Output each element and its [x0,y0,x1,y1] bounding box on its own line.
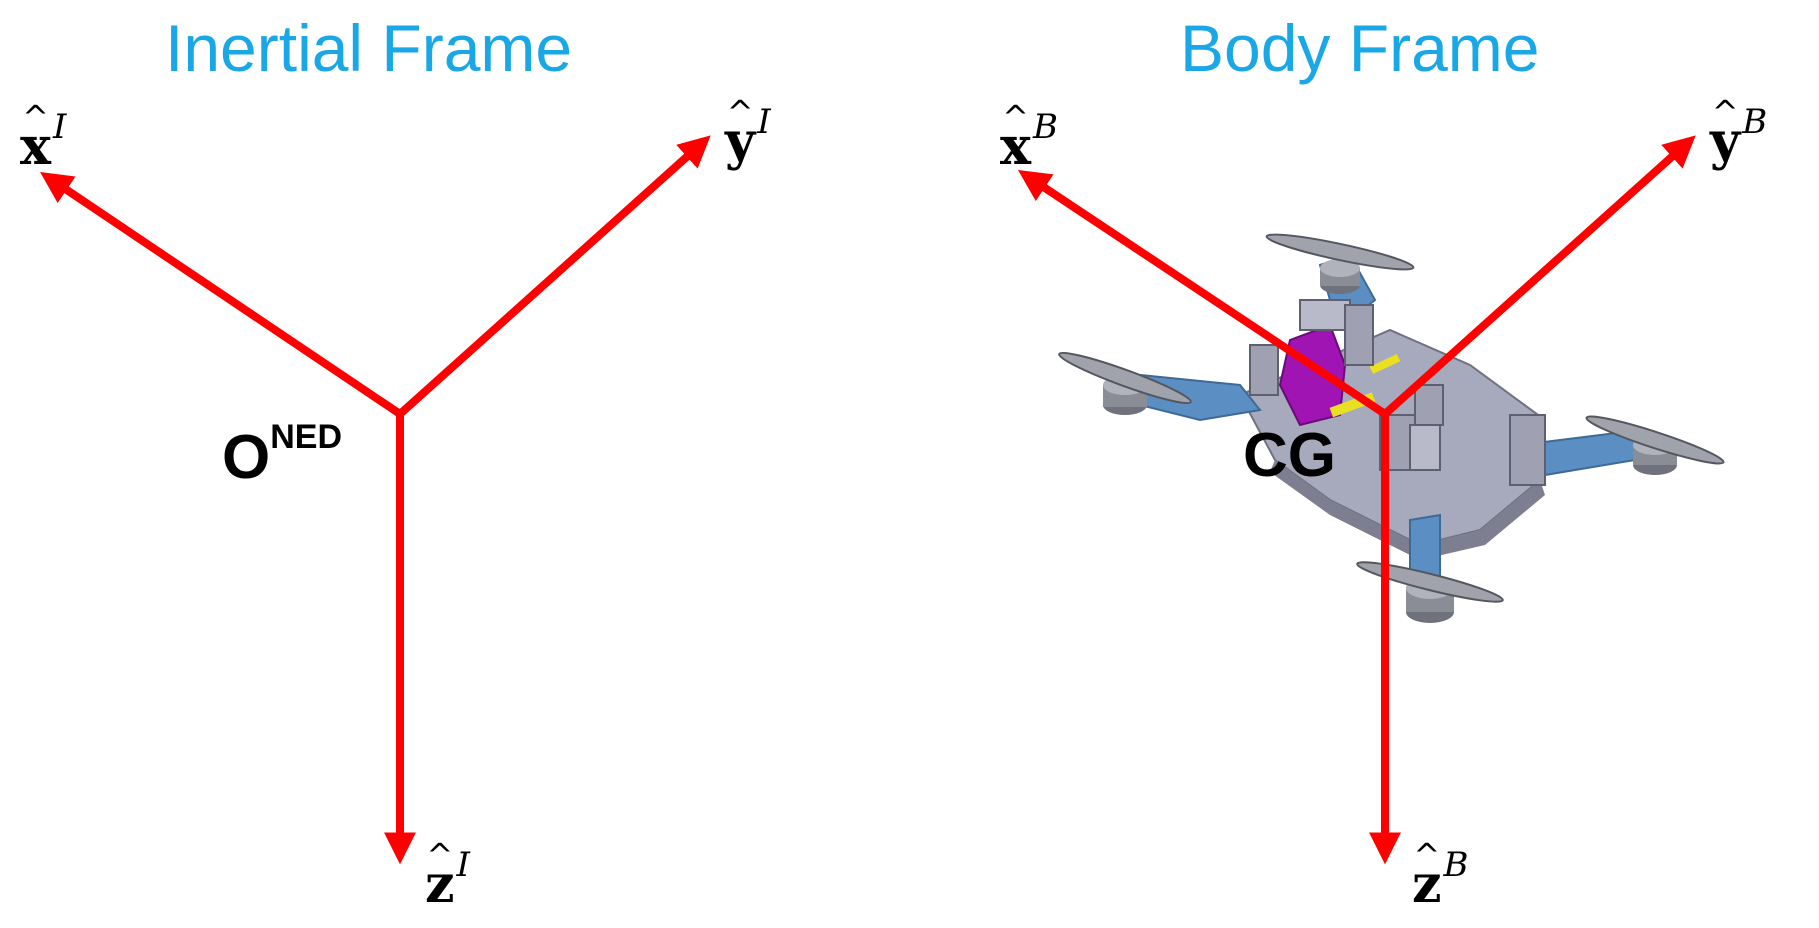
inertial-x-label: ^xI [20,98,67,177]
body-origin-label: CG [1243,421,1336,490]
inertial-origin-label: ONED [222,418,343,492]
inertial-frame-title: Inertial Frame [165,11,573,85]
inertial-y-axis [397,135,711,417]
quadcopter-drone-icon [1058,233,1725,623]
body-x-axis [1018,170,1388,418]
body-frame-title: Body Frame [1180,11,1540,85]
body-y-axis [1382,135,1696,417]
body-y-label: ^yB [1710,93,1768,172]
inertial-axes [40,135,711,865]
inertial-y-label: ^yI [725,93,771,172]
body-x-label: ^xB [1000,98,1059,177]
inertial-x-axis [40,171,403,418]
body-z-label: ^zB [1412,836,1469,915]
body-axes [1018,135,1696,865]
inertial-z-label: ^zI [425,836,470,915]
motor-rear-icon [1320,259,1360,294]
